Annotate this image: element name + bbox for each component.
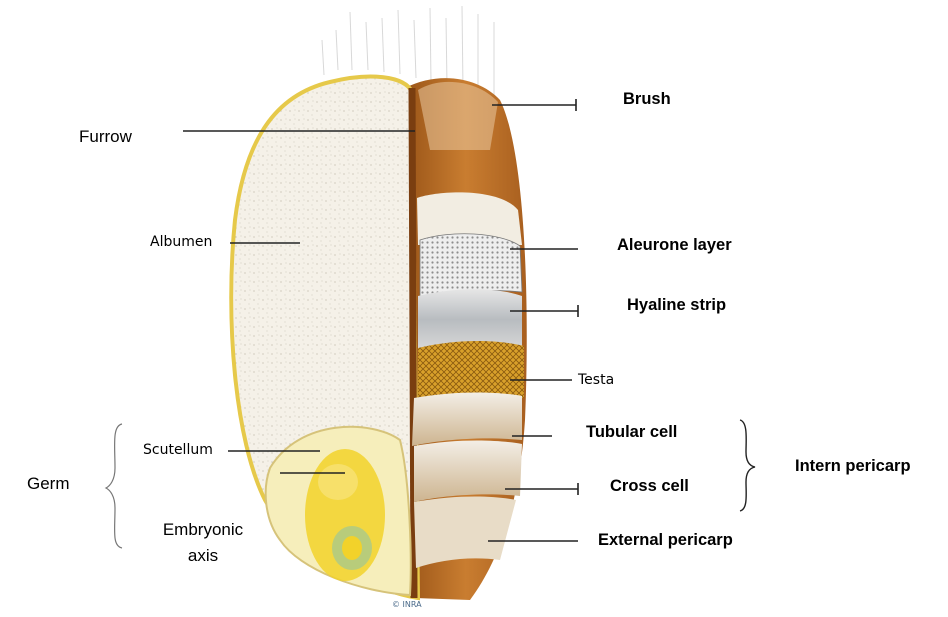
label-furrow: Furrow xyxy=(79,127,132,147)
pericarp-brace xyxy=(740,420,755,511)
label-cross-cell: Cross cell xyxy=(610,477,689,496)
label-tubular-cell: Tubular cell xyxy=(586,423,677,442)
cross-band xyxy=(414,441,522,503)
hyaline-band xyxy=(418,289,522,350)
external-band xyxy=(414,497,516,569)
label-germ: Germ xyxy=(27,474,70,494)
germ-brace xyxy=(106,424,122,548)
label-external-pericarp: External pericarp xyxy=(598,531,733,550)
label-embryonic-line1: Embryonic xyxy=(148,520,258,540)
label-aleurone-layer: Aleurone layer xyxy=(617,236,732,255)
label-intern-pericarp: Intern pericarp xyxy=(795,457,911,476)
label-embryonic-line2: axis xyxy=(148,546,258,566)
label-albumen: Albumen xyxy=(150,234,212,250)
label-hyaline-strip: Hyaline strip xyxy=(627,296,726,315)
tubular-band xyxy=(412,393,522,447)
label-brush: Brush xyxy=(623,90,671,109)
label-embryonic-axis: Embryonic axis xyxy=(148,520,258,565)
label-testa: Testa xyxy=(578,372,614,388)
label-scutellum: Scutellum xyxy=(143,442,213,458)
watermark: © INRA xyxy=(392,600,422,609)
furrow-line xyxy=(412,88,414,598)
